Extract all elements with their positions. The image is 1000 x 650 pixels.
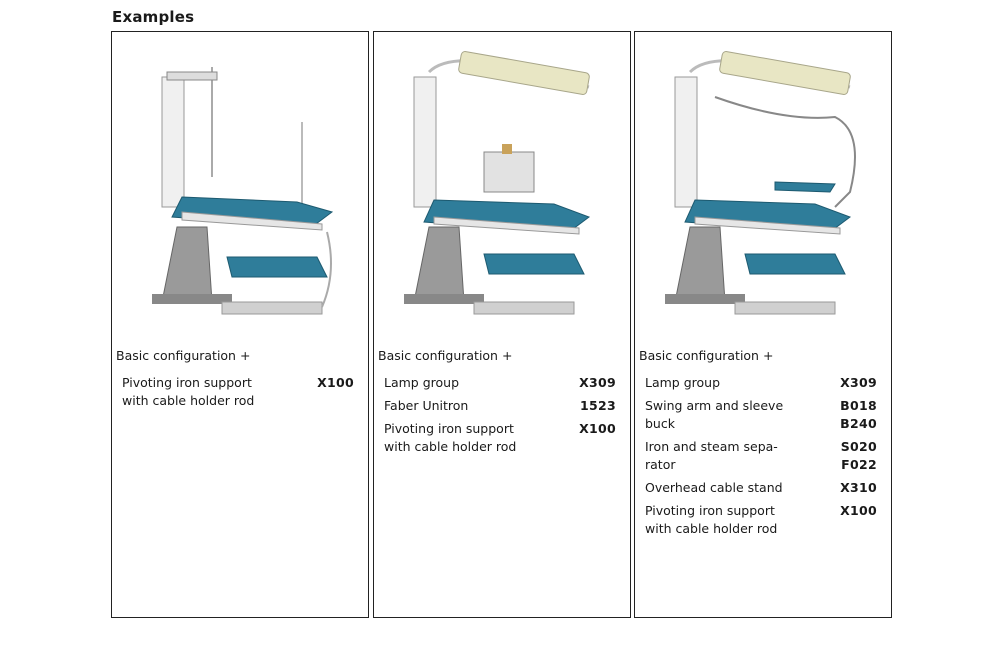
option-code: X100 [840,503,877,518]
example-card-3: Basic configuration + Lamp group X309 Sw… [634,31,892,618]
option-row: Lamp group X309 [384,374,616,392]
option-row: Iron and steam sepa- rator S020 F022 [645,438,877,474]
option-code: S020 F022 [840,439,877,472]
ironing-table-illustration [152,67,334,315]
option-code: X100 [579,421,616,436]
option-row: Overhead cable stand X310 [645,479,877,497]
card-caption: Basic configuration + [116,348,251,363]
option-code: X310 [840,480,877,495]
option-name: Iron and steam sepa- rator [645,439,778,472]
example-card-1: Basic configuration + Pivoting iron supp… [111,31,369,618]
option-name: Pivoting iron support with cable holder … [645,503,778,536]
option-row: Pivoting iron support with cable holder … [645,502,877,538]
option-name: Pivoting iron support with cable holder … [384,421,517,454]
ironing-table-full-illustration [665,51,856,315]
option-name: Overhead cable stand [645,480,783,495]
option-code: B018 B240 [840,398,877,431]
option-row: Swing arm and sleeve buck B018 B240 [645,397,877,433]
option-row: Pivoting iron support with cable holder … [122,374,354,410]
option-row: Lamp group X309 [645,374,877,392]
page-title: Examples [112,8,195,26]
option-name: Lamp group [384,375,460,390]
option-name: Faber Unitron [384,398,469,413]
card-caption: Basic configuration + [639,348,774,363]
option-code: X309 [579,375,616,390]
example-card-2: Basic configuration + Lamp group X309 Fa… [373,31,631,618]
option-name: Swing arm and sleeve buck [645,398,784,431]
card-caption: Basic configuration + [378,348,513,363]
option-name: Pivoting iron support with cable holder … [122,375,255,408]
option-code: 1523 [580,398,616,413]
option-row: Faber Unitron 1523 [384,397,616,415]
option-code: X100 [317,375,354,390]
ironing-table-with-lamp-illustration [404,51,591,315]
option-code: X309 [840,375,877,390]
option-name: Lamp group [645,375,721,390]
option-row: Pivoting iron support with cable holder … [384,420,616,456]
